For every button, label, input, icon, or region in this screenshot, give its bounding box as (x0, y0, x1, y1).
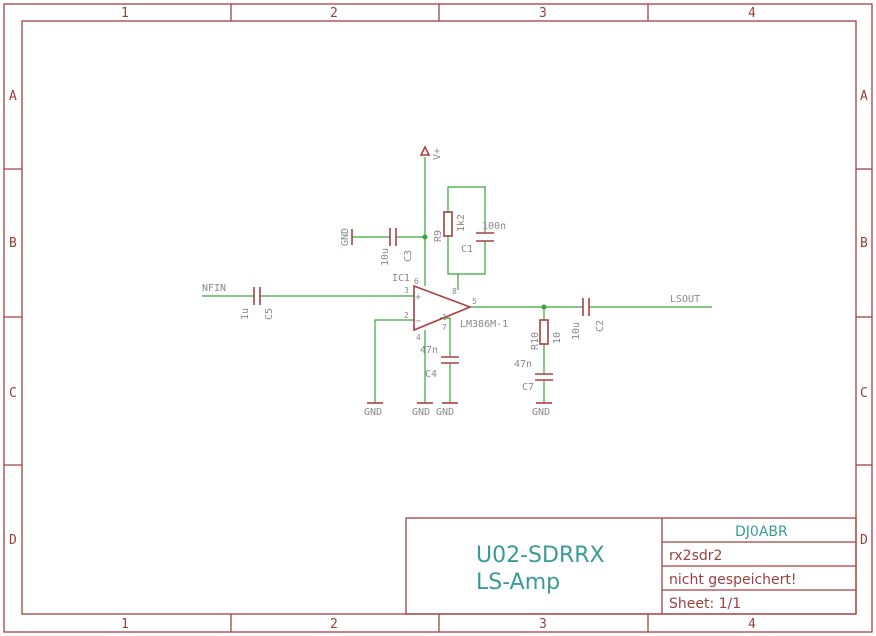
supply-label-vplus: V+ (432, 148, 443, 160)
title-block (405, 517, 857, 615)
title-sheet-number: Sheet: 1/1 (669, 596, 741, 612)
net-label-lsout: LSOUT (670, 294, 700, 305)
ic1-pin-5: 5 (472, 297, 477, 306)
frame-row-a-left: A (9, 89, 17, 104)
frame-col-2-top: 2 (330, 6, 338, 21)
c1-name: C1 (461, 244, 473, 255)
resistor-r9 (443, 211, 453, 237)
capacitor-c5 (253, 287, 261, 305)
gnd-label-pin2: GND (364, 407, 382, 418)
frame-row-b-right: B (860, 236, 868, 251)
ic1-pin-6: 6 (414, 277, 419, 286)
c1-value: 100n (482, 221, 506, 232)
supply-symbol-vplus (419, 145, 431, 156)
c3-name: C3 (403, 250, 414, 262)
capacitor-c3 (389, 228, 397, 246)
frame-row-c-right: C (860, 386, 868, 401)
capacitor-c2 (582, 298, 590, 316)
capacitor-c4 (441, 356, 459, 364)
ic1-name: IC1 (392, 273, 410, 284)
ic1-pin-1: 1 (442, 313, 447, 322)
junction-output-r10 (541, 304, 547, 310)
title-file: rx2sdr2 (669, 548, 722, 564)
c5-name: C5 (264, 308, 275, 320)
junction-vplus-c3 (422, 234, 428, 240)
c2-value: 10u (571, 322, 582, 340)
r9-value: 1k2 (456, 214, 467, 232)
ic1-pin-7: 7 (442, 323, 447, 332)
frame-col-3-bottom: 3 (539, 617, 547, 632)
r10-name: R10 (530, 332, 541, 350)
gnd-label-c4: GND (436, 407, 454, 418)
r10-value: 10 (552, 332, 563, 344)
ic1-pin-2: 2 (404, 311, 409, 320)
title-author: DJ0ABR (735, 524, 788, 540)
c3-value: 10u (380, 248, 391, 266)
frame-col-3-top: 3 (539, 6, 547, 21)
c2-name: C2 (595, 320, 606, 332)
capacitor-c1 (476, 232, 494, 242)
title-save-state: nicht gespeichert! (669, 572, 797, 588)
gnd-label-c7: GND (532, 407, 550, 418)
capacitor-c7 (535, 373, 553, 381)
frame-row-d-right: D (860, 533, 868, 548)
frame-row-c-left: C (9, 386, 17, 401)
title-project: U02-SDRRX (476, 543, 605, 568)
frame-row-a-right: A (860, 89, 868, 104)
frame-col-2-bottom: 2 (330, 617, 338, 632)
r9-name: R9 (433, 230, 444, 242)
c4-value: 47n (420, 345, 438, 356)
resistor-r10 (539, 319, 549, 345)
opamp-ic1 (413, 284, 473, 332)
gnd-label-c3: GND (340, 228, 351, 246)
ic1-pin-8: 8 (452, 287, 457, 296)
c7-name: C7 (522, 382, 534, 393)
net-label-nfin: NFIN (202, 283, 226, 294)
ic1-value: LM386M-1 (460, 319, 508, 330)
frame-col-4-top: 4 (748, 6, 756, 21)
ic1-pin-4: 4 (416, 333, 421, 342)
frame-col-1-top: 1 (121, 6, 129, 21)
frame-row-d-left: D (9, 533, 17, 548)
c7-value: 47n (514, 359, 532, 370)
c5-value: 1u (240, 308, 251, 320)
frame-col-1-bottom: 1 (121, 617, 129, 632)
wires (202, 157, 712, 403)
title-sheet-name: LS-Amp (476, 570, 560, 595)
ic1-plus-sign: + (415, 292, 421, 303)
ic1-minus-sign: − (415, 316, 421, 327)
ic1-pin-3: 3 (404, 286, 409, 295)
frame-col-4-bottom: 4 (748, 617, 756, 632)
c4-name: C4 (425, 369, 437, 380)
gnd-label-pin4: GND (412, 407, 430, 418)
frame-row-b-left: B (9, 236, 17, 251)
